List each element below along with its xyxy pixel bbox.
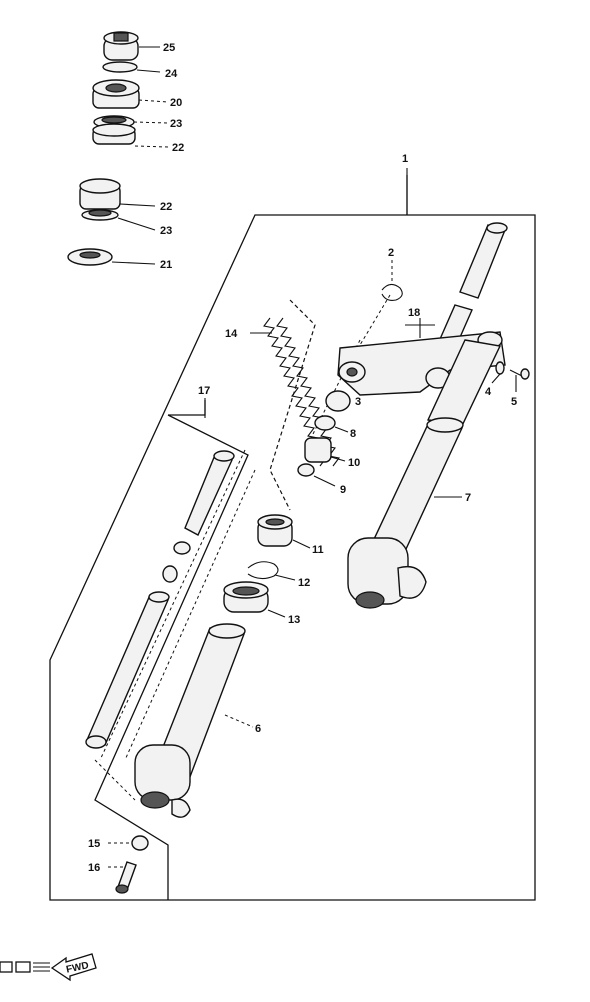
ring-part-a: [173, 541, 191, 555]
oring-8: [314, 415, 336, 431]
screw-5: [509, 368, 530, 380]
stem-nut-25: [103, 31, 139, 61]
washer-15: [131, 835, 149, 851]
callout-13: 13: [288, 614, 300, 626]
engine-mark-icon: [0, 961, 50, 973]
callout-21: 21: [160, 259, 172, 271]
seal-21: [67, 248, 113, 266]
ring-part-b: [162, 565, 178, 583]
callout-11: 11: [312, 544, 324, 556]
callout-25: 25: [163, 42, 175, 54]
callout-22a: 22: [172, 142, 184, 154]
callout-12: 12: [298, 577, 310, 589]
washer-24: [102, 61, 138, 73]
spacer-10: [304, 437, 332, 463]
callout-8: 8: [350, 428, 356, 440]
bearing-23-bottom: [81, 209, 119, 221]
callout-20: 20: [170, 97, 182, 109]
dash-l4: [94, 759, 136, 801]
assembly-outline-1: [49, 175, 536, 901]
circlip-12: [247, 561, 279, 580]
spring-dash-box: [269, 299, 316, 511]
damper-rod-17: [184, 450, 235, 536]
callout-17: 17: [198, 385, 210, 397]
fwd-label: FWD: [65, 960, 90, 975]
inner-tube: [85, 591, 170, 749]
callout-24: 24: [165, 68, 178, 80]
washer-9: [297, 463, 315, 477]
callout-14: 14: [225, 328, 238, 340]
callout-15: 15: [88, 838, 100, 850]
callout-10: 10: [348, 457, 360, 469]
nut-20: [92, 79, 140, 109]
oring-4: [495, 361, 505, 375]
race-22-top: [92, 123, 136, 145]
dash-l2: [124, 469, 256, 761]
callout-3: 3: [355, 396, 361, 408]
fwd-arrow-icon: FWD: [50, 953, 97, 982]
callout-23a: 23: [170, 118, 182, 130]
callout-16: 16: [88, 862, 100, 874]
bushing-13: [223, 581, 269, 613]
oil-seal-11: [257, 514, 293, 547]
callout-1: 1: [402, 153, 408, 165]
outer-tube-6: [134, 623, 246, 818]
callout-23b: 23: [160, 225, 172, 237]
callout-9: 9: [340, 484, 346, 496]
callout-5: 5: [511, 396, 517, 408]
callout-2: 2: [388, 247, 394, 259]
inner-tube-upper: [459, 222, 508, 299]
callout-22b: 22: [160, 201, 172, 213]
inner-outline-17: [94, 414, 249, 900]
callout-18: 18: [408, 307, 420, 319]
callout-7: 7: [465, 492, 471, 504]
fork-leg-7: [347, 339, 502, 609]
inner-outline-17b: [168, 400, 206, 416]
race-22-bottom: [79, 178, 121, 210]
callout-6: 6: [255, 723, 261, 735]
dash-l1: [99, 449, 246, 761]
callout-4: 4: [485, 386, 492, 398]
clip-2: [381, 283, 403, 301]
cap-3: [325, 390, 351, 412]
bolt-16: [115, 861, 137, 894]
